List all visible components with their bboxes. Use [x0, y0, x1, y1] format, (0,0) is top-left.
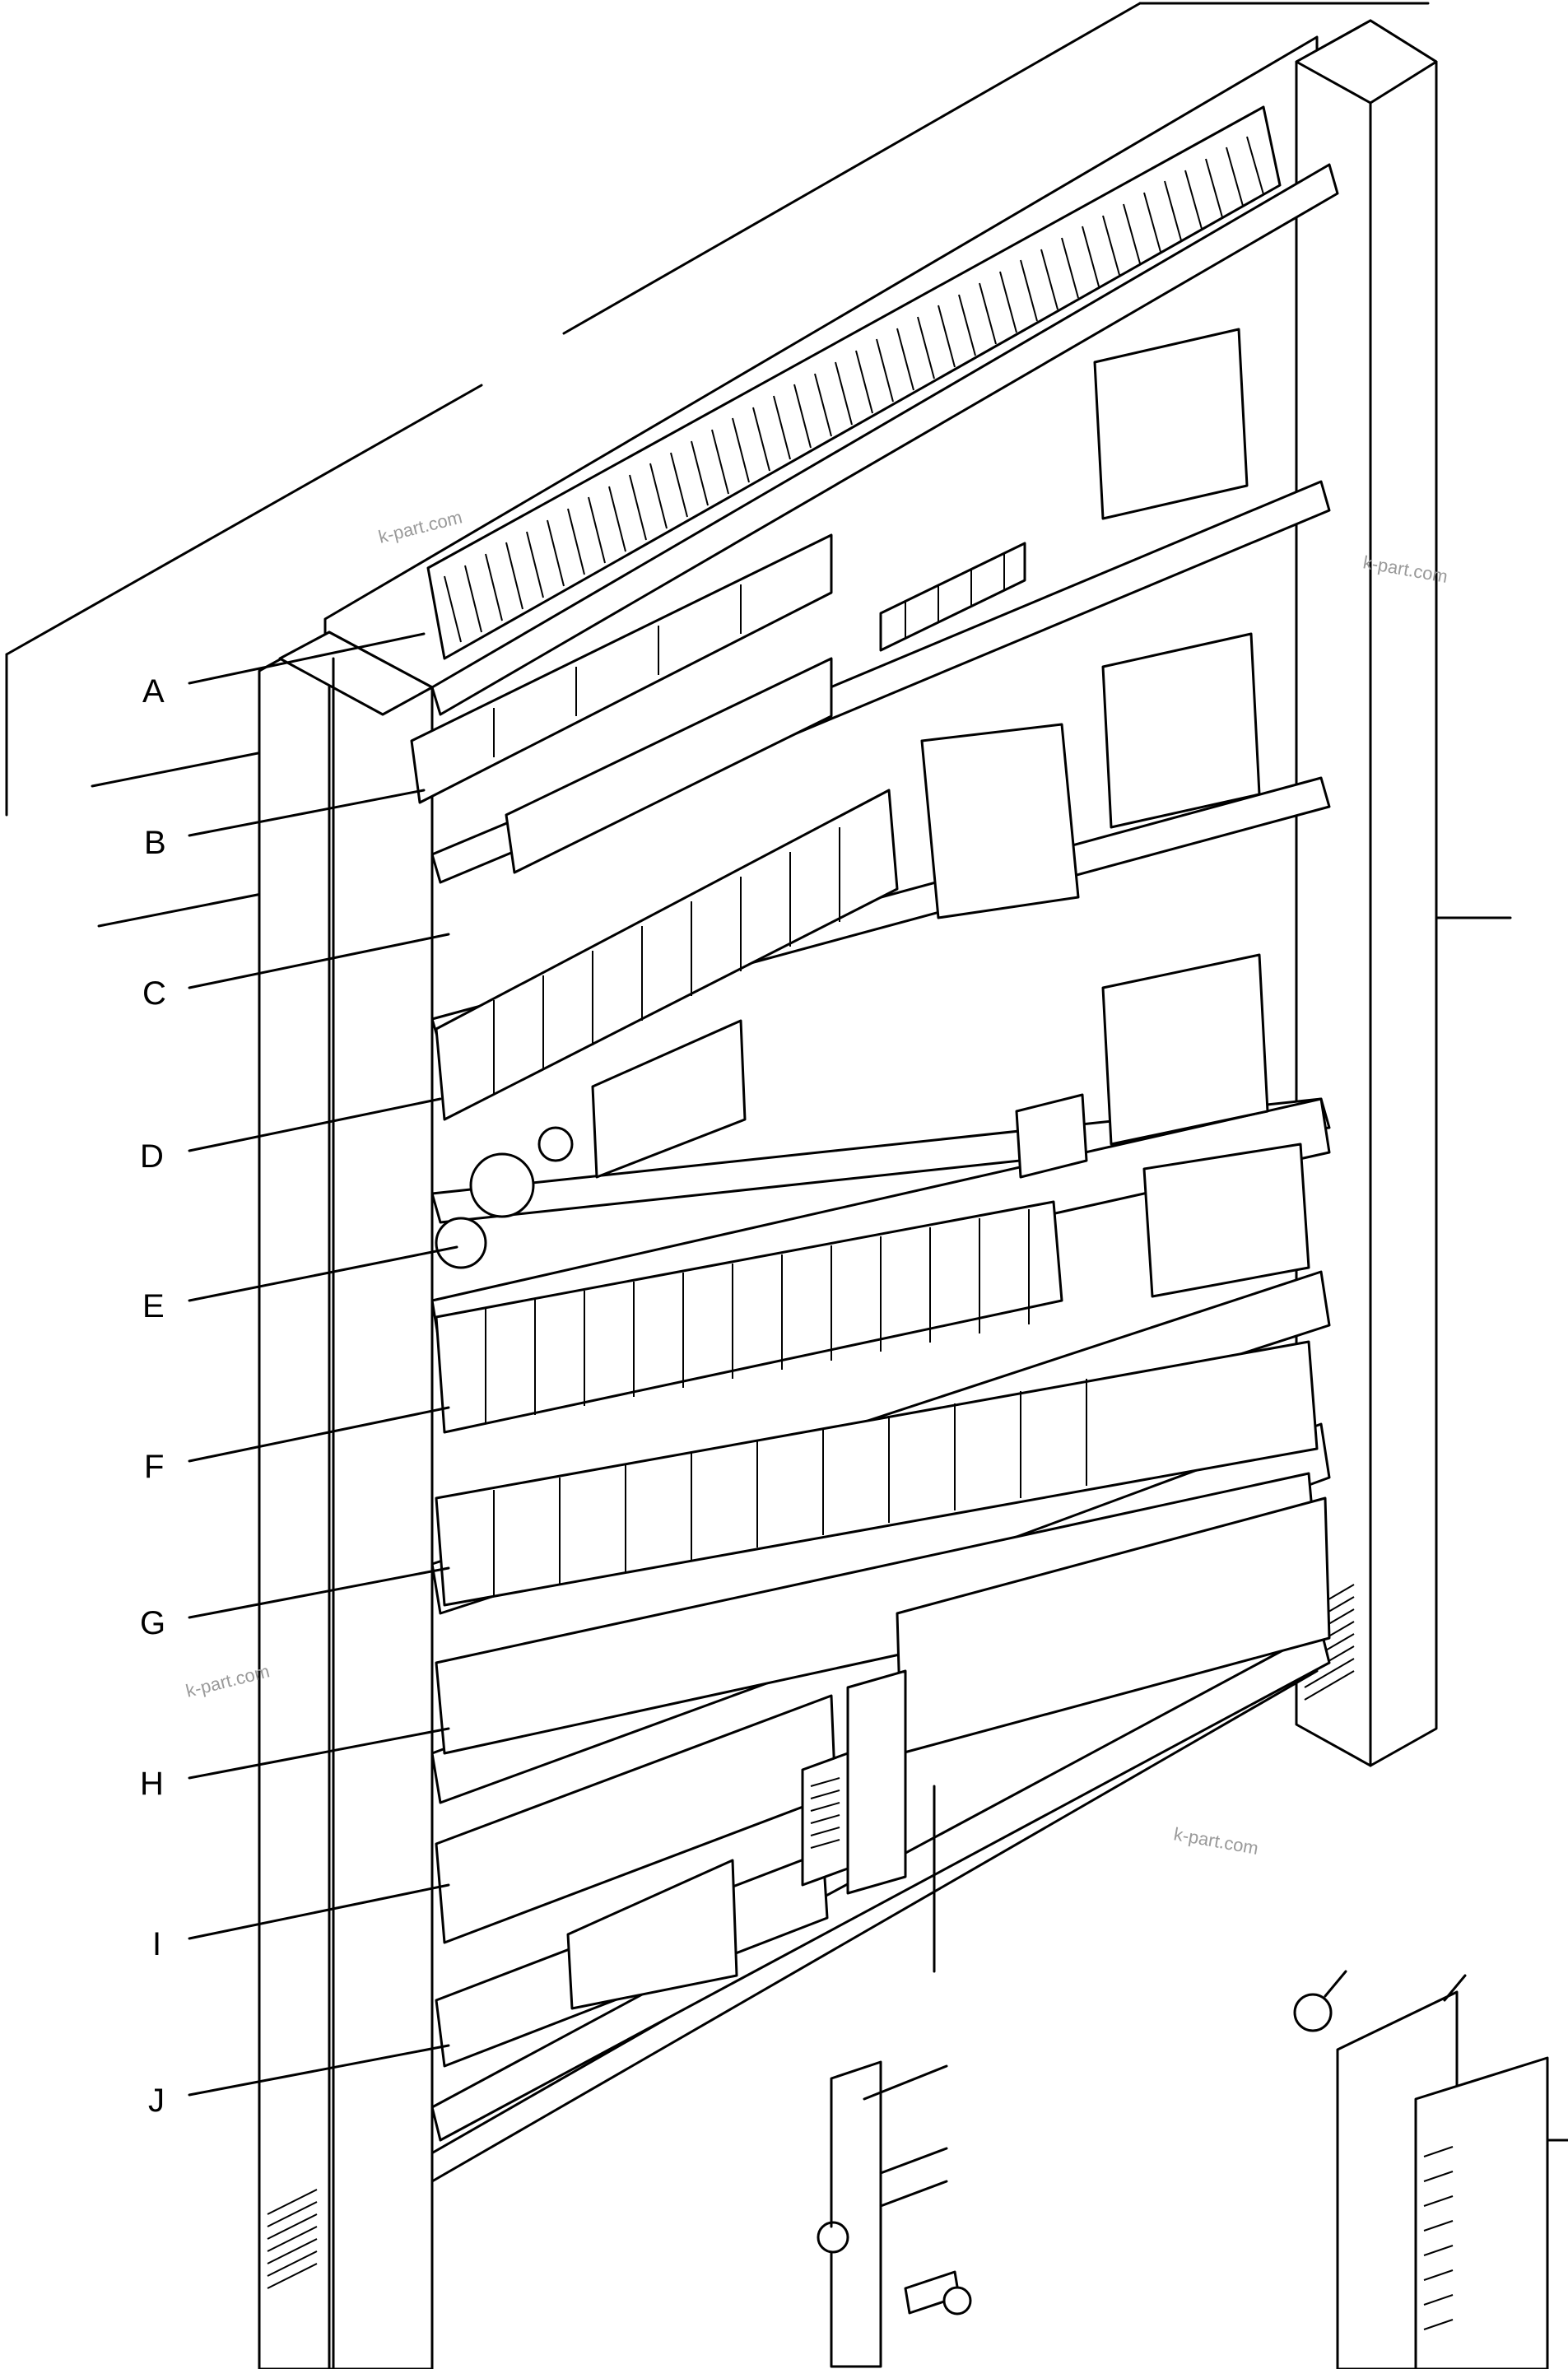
component-row-cd: [435, 632, 1269, 1179]
label-i: I: [152, 1926, 161, 1962]
leader-f: [188, 1406, 450, 1463]
leader-h: [188, 1727, 450, 1780]
leader-i: [188, 1883, 450, 1940]
leader-a: [188, 632, 426, 685]
leader-b: [188, 789, 426, 837]
label-g: G: [140, 1605, 165, 1641]
watermark-1: k-part.com: [376, 506, 464, 547]
component-row-b: [410, 328, 1249, 804]
component-row-ij: [435, 1669, 936, 2068]
leader-d: [188, 1097, 442, 1152]
left-post: [258, 631, 434, 2369]
label-d: D: [140, 1138, 164, 1175]
bracket-detail: [817, 2060, 972, 2368]
label-b: B: [144, 825, 166, 861]
label-j: J: [148, 2083, 165, 2119]
label-a: A: [142, 673, 165, 710]
front-frame: [430, 714, 1319, 2183]
profile-detail: [1293, 1970, 1568, 2369]
leader-j: [188, 2044, 450, 2097]
leader-g: [188, 1566, 450, 1619]
component-row-gh: [435, 1340, 1331, 1755]
label-f: F: [144, 1449, 164, 1485]
callout-labels: A B C D E F G H I J: [140, 673, 166, 2119]
label-leaders: [188, 632, 458, 2097]
right-post: [1295, 19, 1512, 1767]
watermark-4: k-part.com: [1172, 1823, 1260, 1859]
component-row-ef: [435, 1093, 1310, 1434]
label-h: H: [140, 1766, 164, 1802]
label-c: C: [142, 975, 166, 1012]
label-e: E: [142, 1288, 165, 1324]
leader-c: [188, 933, 450, 989]
leader-e: [188, 1245, 458, 1302]
terminal-row-top: [426, 105, 1282, 660]
